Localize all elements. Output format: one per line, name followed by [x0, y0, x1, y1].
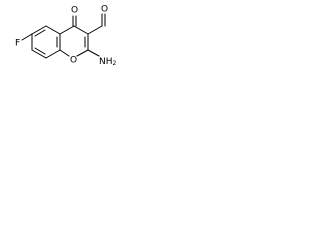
- amine-subscript: 2: [113, 60, 117, 67]
- double-bond-inner-c7-c8: [34, 47, 46, 55]
- oxygen-ring-label: O: [70, 56, 77, 66]
- bond-c2-o1: [76, 49, 89, 57]
- oxygen-aldehyde-label: O: [101, 5, 108, 15]
- bond-c7-c8: [31, 49, 47, 59]
- bond-o1-c8a: [59, 49, 70, 57]
- fluorine-label: F: [15, 39, 20, 49]
- bond-c2-n: [87, 49, 100, 57]
- bond-c6-f: [21, 33, 33, 41]
- double-bond-inner-c5-c6: [34, 29, 46, 37]
- bond-c4a-c5: [45, 25, 61, 35]
- bond-c3-cho: [87, 25, 103, 35]
- oxygen-carbonyl-label: O: [71, 6, 78, 16]
- chemical-structure: O O O F NH2: [15, 5, 117, 67]
- bond-c4a-c4: [59, 25, 75, 35]
- bond-c8-c8a: [45, 49, 61, 59]
- bond-c5-c6: [31, 25, 47, 35]
- amine-label: NH2: [99, 57, 117, 67]
- bond-c4-c3: [73, 25, 89, 35]
- amine-nh: NH: [99, 57, 113, 67]
